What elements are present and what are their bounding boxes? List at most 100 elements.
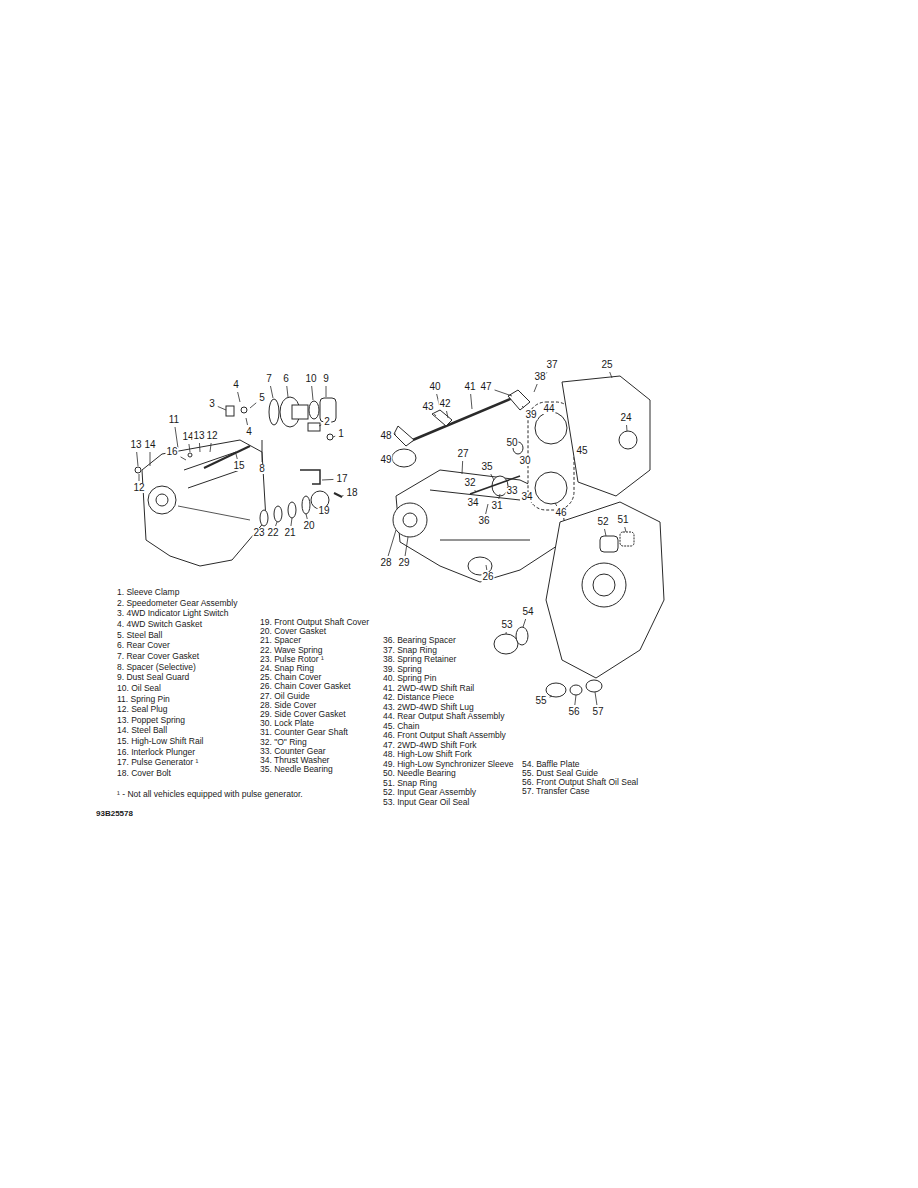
leader-line: [495, 390, 512, 396]
parts-list-entry: 42. Distance Piece: [383, 693, 454, 702]
leader-line: [471, 394, 472, 409]
callout-number: 34: [520, 492, 533, 502]
parts-list-entry: 36. Bearing Spacer: [383, 636, 456, 645]
leader-line: [605, 529, 607, 536]
parts-list-entry: 6. Rear Cover: [117, 641, 170, 650]
assembly-line: [178, 506, 250, 520]
leader-line: [175, 427, 178, 448]
parts-list-entry: 5. Steel Ball: [117, 631, 162, 640]
callout-number: 43: [421, 402, 434, 412]
callout-number: 30: [518, 456, 531, 466]
leader-line: [447, 411, 449, 418]
callout-number: 5: [258, 393, 266, 403]
callout-number: 28: [379, 558, 392, 568]
parts-list-entry: 46. Front Output Shaft Assembly: [383, 731, 506, 740]
callout-number: 18: [345, 488, 358, 498]
steel-ball: [241, 407, 247, 413]
callout-number: 33: [505, 486, 518, 496]
shift-lug: [432, 410, 452, 426]
parts-list-entry: 19. Front Output Shaft Cover: [260, 618, 369, 627]
callout-number: 52: [596, 517, 609, 527]
snap-ring: [619, 431, 637, 449]
leader-line: [246, 418, 248, 425]
leader-line: [333, 436, 335, 438]
parts-list-entry: 3. 4WD Indicator Light Switch: [117, 609, 229, 618]
callout-number: 11: [168, 415, 180, 425]
callout-number: 26: [481, 572, 494, 582]
parts-list-entry: 31. Counter Gear Shaft: [260, 728, 348, 737]
parts-list-entry: 45. Chain: [383, 722, 419, 731]
pulse-rotor: [260, 510, 268, 526]
leader-line: [291, 518, 292, 526]
leader-line: [499, 494, 500, 499]
leader-line: [486, 565, 488, 570]
extension-housing: [142, 440, 266, 566]
oil-seal: [309, 401, 319, 419]
leader-line: [189, 444, 190, 452]
leader-line: [218, 406, 226, 410]
callout-number: 27: [456, 449, 469, 459]
callout-number: 12: [205, 431, 218, 441]
parts-list-entry: 44. Rear Output Shaft Assembly: [383, 712, 504, 721]
parts-list-entry: 47. 2WD-4WD Shift Fork: [383, 741, 477, 750]
leader-line: [522, 406, 524, 408]
parts-list-entry: 22. Wave Spring: [260, 646, 323, 655]
parts-list-entry: 54. Baffle Plate: [522, 760, 580, 769]
transfer-case: [546, 502, 664, 678]
cover-bolt: [334, 493, 342, 497]
callout-number: 4: [232, 380, 240, 390]
callout-number: 13: [129, 440, 142, 450]
callout-number: 47: [479, 382, 492, 392]
leader-line: [555, 503, 557, 506]
leader-line: [319, 425, 321, 426]
callout-number: 14: [143, 440, 156, 450]
parts-list-entry: 12. Seal Plug: [117, 705, 168, 714]
parts-list-entry: 29. Side Cover Gasket: [260, 710, 346, 719]
callout-number: 9: [322, 374, 330, 384]
callout-number: 16: [165, 447, 178, 457]
spacer: [262, 440, 263, 452]
side-cover: [393, 503, 427, 537]
callout-number: 29: [397, 558, 410, 568]
gasket: [269, 399, 279, 425]
leader-line: [250, 403, 256, 408]
parts-list-entry: 55. Dust Seal Guide: [522, 769, 598, 778]
parts-list-entry: 27. Oil Guide: [260, 692, 310, 701]
leader-line: [506, 632, 507, 634]
callout-number: 41: [463, 382, 476, 392]
callout-number: 32: [463, 478, 476, 488]
callout-number: 10: [304, 374, 317, 384]
parts-list-entry: 20. Cover Gasket: [260, 627, 326, 636]
parts-list-entry: 48. High-Low Shift Fork: [383, 750, 472, 759]
parts-list-entry: 52. Input Gear Assembly: [383, 788, 476, 797]
steel-ball: [188, 453, 192, 457]
leader-line: [270, 386, 273, 398]
callout-number: 23: [252, 528, 265, 538]
parts-list-entry: 8. Spacer (Selective): [117, 663, 196, 672]
callout-number: 42: [438, 399, 451, 409]
callout-number: 56: [567, 707, 580, 717]
parts-list-entry: 53. Input Gear Oil Seal: [383, 798, 469, 807]
synchronizer-sleeve: [392, 449, 416, 467]
callout-number: 22: [266, 528, 279, 538]
leader-line: [306, 514, 307, 519]
callout-number: 3: [208, 399, 216, 409]
callout-number: 50: [505, 438, 518, 448]
parts-list-entry: 21. Spacer: [260, 636, 301, 645]
callout-number: 1: [337, 429, 345, 439]
leader-line: [322, 479, 333, 481]
callout-number: 51: [616, 515, 629, 525]
indicator-switch: [226, 406, 234, 416]
front-output-gear: [535, 472, 567, 504]
callout-number: 36: [477, 516, 490, 526]
callout-number: 20: [302, 521, 315, 531]
parts-list-entry: 43. 2WD-4WD Shift Lug: [383, 703, 474, 712]
parts-list-entry: 16. Interlock Plunger: [117, 748, 195, 757]
parts-list-entry: 2. Speedometer Gear Assembly: [117, 599, 237, 608]
callout-number: 53: [500, 620, 513, 630]
parts-list-entry: 50. Needle Bearing: [383, 769, 456, 778]
shift-fork: [508, 390, 530, 410]
leader-line: [262, 452, 263, 462]
leader-line: [395, 434, 396, 435]
